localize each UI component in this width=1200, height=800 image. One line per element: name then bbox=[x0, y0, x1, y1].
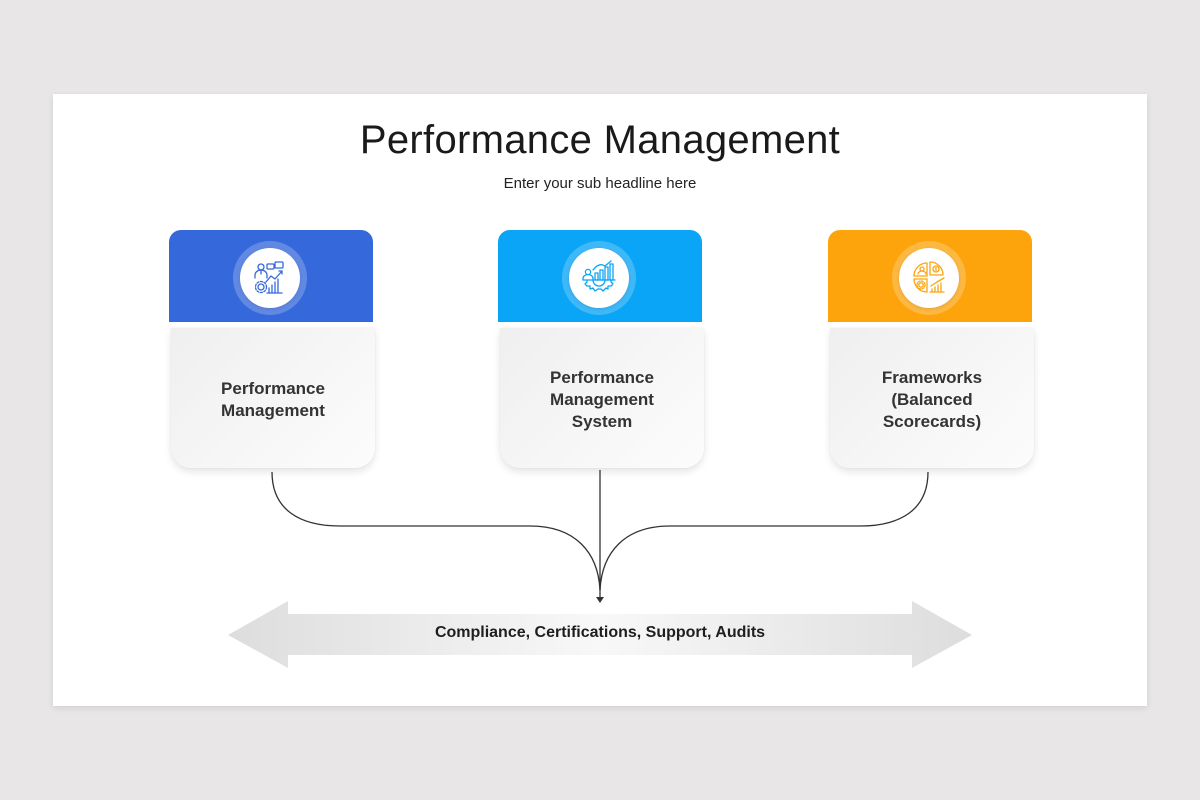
card-performance-management[interactable]: Performance Management bbox=[169, 230, 375, 470]
card-label-line: Performance bbox=[550, 368, 654, 387]
card-label-line: (Balanced bbox=[891, 390, 973, 409]
banner-label: Compliance, Certifications, Support, Aud… bbox=[434, 624, 766, 641]
card-label-line: Management bbox=[550, 390, 654, 409]
card-body: Frameworks (Balanced Scorecards) bbox=[830, 328, 1034, 468]
card-label-line: System bbox=[571, 412, 633, 431]
icon-ring bbox=[892, 241, 966, 315]
card-label: Performance Management bbox=[221, 374, 325, 422]
card-label-line: Frameworks bbox=[881, 368, 983, 387]
system-performance-gear-icon bbox=[569, 248, 629, 308]
arrowhead-icon bbox=[596, 597, 604, 603]
icon-ring bbox=[233, 241, 307, 315]
card-performance-management-system[interactable]: Performance Management System bbox=[498, 230, 704, 470]
card-header bbox=[169, 230, 373, 322]
double-arrow-shape bbox=[228, 601, 972, 668]
card-header bbox=[828, 230, 1032, 322]
card-label: Performance Management System bbox=[550, 363, 654, 433]
card-frameworks-balanced-scorecards[interactable]: Frameworks (Balanced Scorecards) bbox=[828, 230, 1034, 470]
manager-growth-chart-icon bbox=[240, 248, 300, 308]
balanced-scorecard-pie-icon bbox=[899, 248, 959, 308]
slide-subtitle: Enter your sub headline here bbox=[503, 175, 697, 192]
connector-right bbox=[599, 471, 929, 591]
double-arrow-banner bbox=[228, 601, 972, 668]
connector-left bbox=[271, 471, 601, 591]
slide-title: Performance Management bbox=[359, 118, 841, 162]
icon-ring bbox=[562, 241, 636, 315]
card-label-line: Management bbox=[221, 401, 325, 420]
card-body: Performance Management System bbox=[500, 328, 704, 468]
card-label-line: Scorecards) bbox=[882, 412, 982, 431]
card-header bbox=[498, 230, 702, 322]
card-body: Performance Management bbox=[171, 328, 375, 468]
card-label: Frameworks (Balanced Scorecards) bbox=[882, 363, 982, 433]
card-label-line: Performance bbox=[221, 379, 325, 398]
